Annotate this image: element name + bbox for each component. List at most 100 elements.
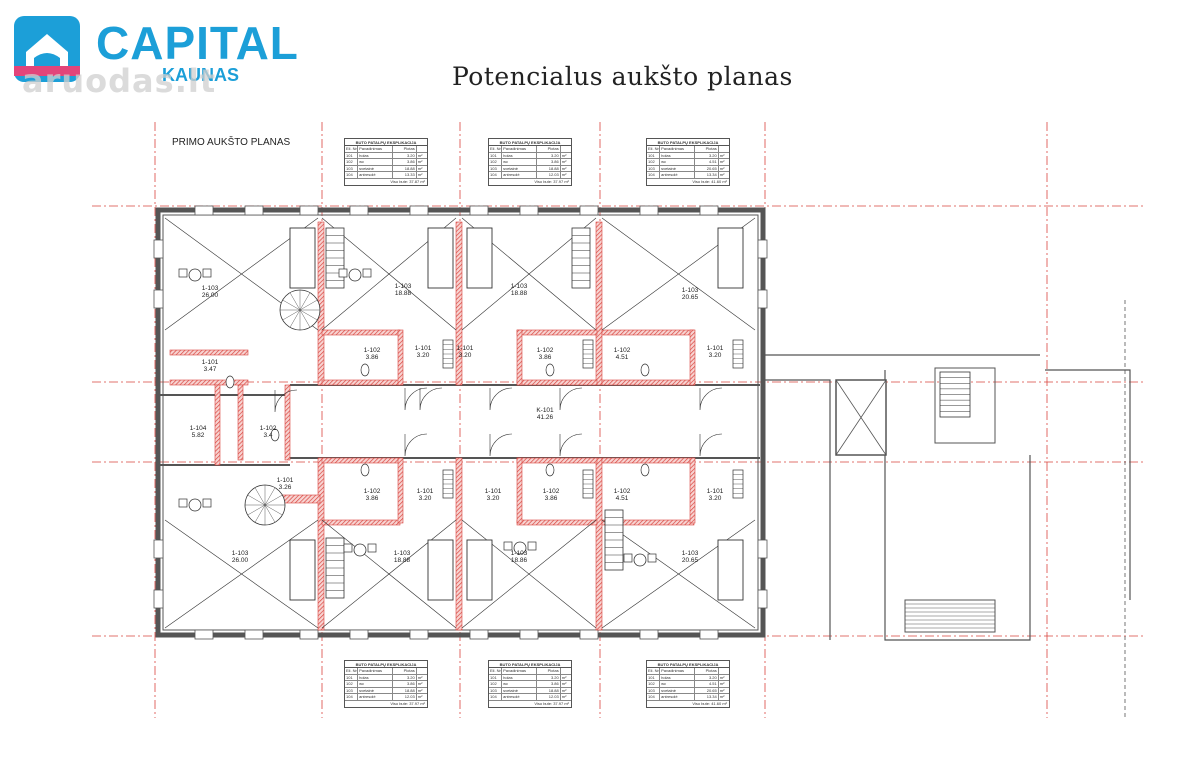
stair-step	[264, 487, 276, 506]
stairwell	[934, 367, 996, 444]
table-header-cell: Pavadinimas	[358, 146, 394, 152]
table-cell: svetainė	[502, 165, 538, 172]
capital-kaunas-logo: CAPITAL KAUNAS	[12, 12, 312, 102]
room-area: 18.86	[511, 557, 528, 564]
room-area: 41.26	[537, 414, 554, 421]
table-cell: 103	[345, 687, 359, 694]
table-total: Viso bute: 37.97 m²	[390, 700, 425, 706]
table-cell: 13.33	[393, 172, 417, 178]
table-header-cell: Pavadinimas	[660, 668, 696, 674]
window	[469, 205, 489, 216]
table-cell: m²	[719, 152, 725, 158]
hatched-wall	[321, 457, 401, 464]
chair	[362, 268, 372, 278]
window	[757, 239, 768, 259]
table-cell: antresolė	[358, 694, 394, 700]
window	[349, 629, 369, 640]
table-header-cell: Eil. Nr.	[648, 668, 661, 674]
room-area: 26.00	[202, 292, 219, 299]
table-title: BUTO PATALPŲ EKSPLIKACIJA	[345, 139, 427, 146]
room-code: 1-101	[202, 359, 219, 366]
table-title: BUTO PATALPŲ EKSPLIKACIJA	[345, 661, 427, 668]
stair-step	[264, 504, 276, 523]
table-cell: holas	[358, 152, 394, 159]
hatched-wall	[516, 329, 523, 386]
room-area: 3.86	[366, 354, 379, 361]
window	[244, 629, 264, 640]
door-swing	[274, 389, 298, 413]
table-title: BUTO PATALPŲ EKSPLIKACIJA	[489, 661, 571, 668]
room-area: 3.20	[459, 352, 472, 359]
window	[153, 289, 164, 309]
table-cell: svetainė	[502, 687, 538, 694]
table-cell: wc	[502, 681, 538, 687]
room-area: 3.26	[279, 484, 292, 491]
toilet	[640, 463, 650, 477]
hatched-wall	[601, 457, 695, 464]
table-cell: 104	[489, 172, 503, 178]
room-area: 3.20	[709, 352, 722, 359]
room-code: 1-103	[682, 550, 699, 557]
table-cell: wc	[660, 159, 696, 165]
table-cell: m²	[417, 165, 423, 171]
table-cell: 3.20	[393, 152, 417, 159]
table-cell: 3.86	[537, 159, 561, 165]
table-title: BUTO PATALPŲ EKSPLIKACIJA	[489, 139, 571, 146]
room-code: 1-103	[202, 285, 219, 292]
room-area: 3.47	[204, 366, 217, 373]
room-area: 18.88	[394, 557, 411, 564]
table-cell: m²	[719, 165, 725, 171]
window	[153, 589, 164, 609]
room-code: 1-102	[543, 488, 560, 495]
room-area: 4.51	[616, 495, 629, 502]
table-cell: wc	[358, 681, 394, 687]
chair	[343, 543, 353, 553]
table-cell: 101	[489, 674, 503, 681]
table-cell: m²	[417, 694, 423, 700]
table-cell: 104	[489, 694, 503, 700]
stair-step	[282, 309, 301, 321]
outer-wall	[155, 207, 766, 638]
hatched-wall	[516, 457, 598, 464]
table-cell: wc	[358, 159, 394, 165]
table-cell: antresolė	[358, 172, 394, 178]
table	[513, 541, 527, 555]
hatched-wall	[214, 384, 221, 466]
window	[757, 589, 768, 609]
annex-walls	[765, 354, 1131, 641]
toilet	[225, 375, 235, 389]
table-header-cell: Plotas	[393, 668, 417, 674]
window	[299, 205, 319, 216]
table-cell: 4.51	[695, 681, 719, 687]
chair	[202, 268, 212, 278]
stair-step	[299, 309, 311, 328]
table-title: BUTO PATALPŲ EKSPLIKACIJA	[647, 661, 729, 668]
room-area: 3.20	[417, 352, 430, 359]
table-total: Viso bute: 37.87 m²	[390, 178, 425, 184]
table-cell: 12.03	[393, 694, 417, 700]
hatched-wall	[516, 329, 598, 336]
room-code: 1-102	[537, 347, 554, 354]
table-cell: m²	[417, 159, 423, 165]
window	[349, 205, 369, 216]
table-cell: 102	[489, 681, 503, 687]
room-code: 1-102	[614, 347, 631, 354]
table-cell: m²	[719, 172, 725, 178]
mezzanine-line	[461, 519, 597, 629]
hatched-wall	[516, 519, 598, 526]
door-swing	[489, 387, 513, 411]
door-swing	[699, 433, 723, 457]
sofa	[289, 539, 316, 601]
table-cell: holas	[502, 152, 538, 159]
hatched-wall	[279, 494, 321, 504]
table-cell: m²	[417, 681, 423, 687]
hatched-wall	[284, 384, 291, 461]
stair-step	[264, 494, 283, 506]
